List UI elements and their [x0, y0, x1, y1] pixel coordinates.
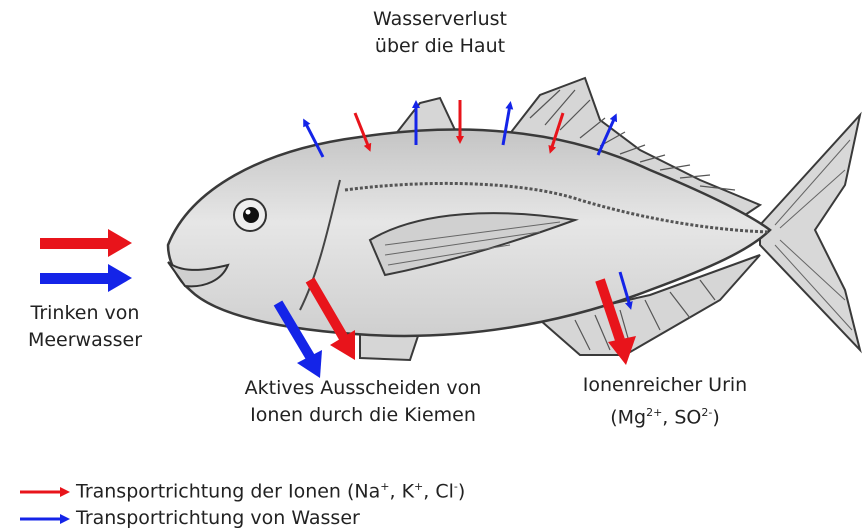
drinking-water-arrow	[40, 264, 132, 292]
gills-label: Aktives Ausscheiden von Ionen durch die …	[198, 375, 528, 429]
blue-arrow-icon	[20, 513, 70, 525]
water-loss-label: Wasserverlust über die Haut	[335, 6, 545, 60]
urine-label: Ionenreicher Urin (Mg2+, SO2-)	[550, 372, 780, 431]
legend-ions: Transportrichtung der Ionen (Na+, K+, Cl…	[20, 475, 465, 503]
drinking-label: Trinken von Meerwasser	[0, 300, 170, 354]
red-arrow-icon	[20, 486, 70, 498]
legend-water: Transportrichtung von Wasser	[20, 506, 360, 530]
tail-fin	[760, 115, 860, 350]
drinking-ion-arrow	[40, 229, 132, 257]
